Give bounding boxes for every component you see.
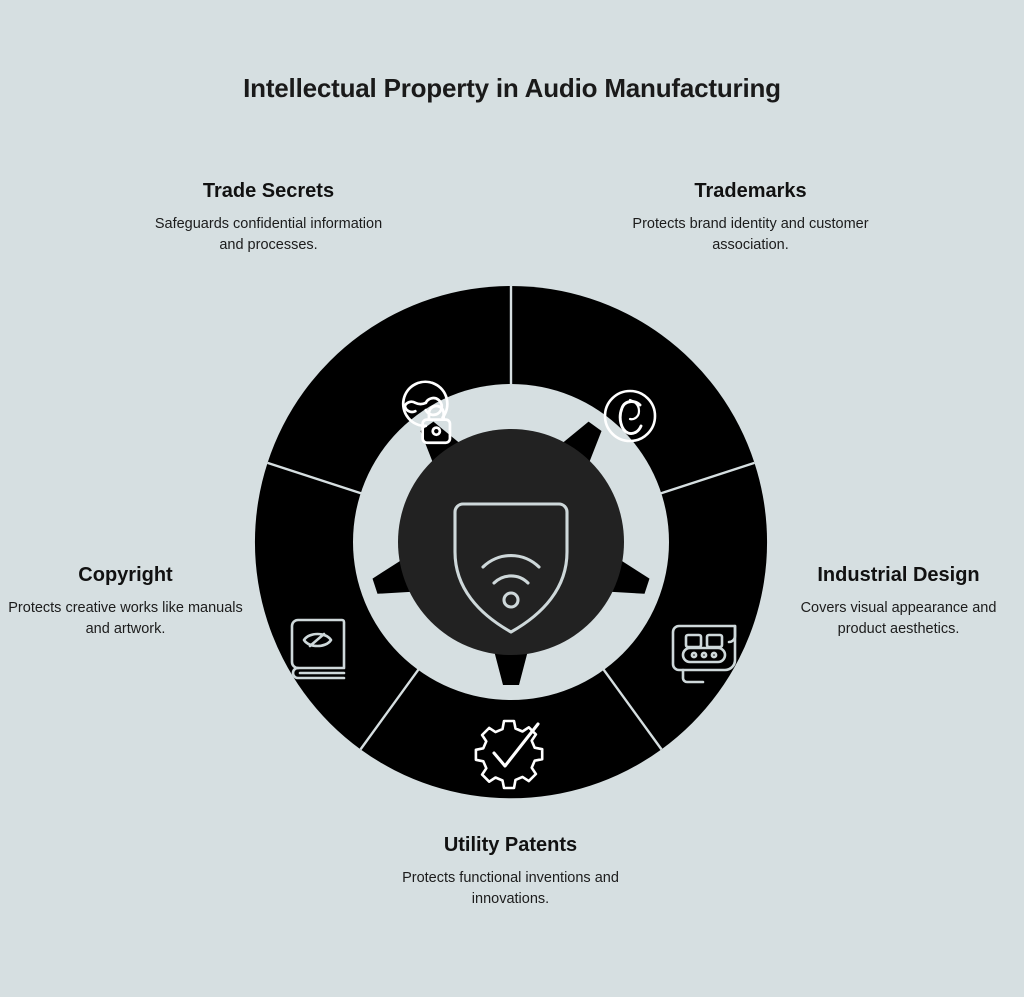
lock-keyhole (431, 426, 442, 437)
node-industrial-design-description: Covers visual appearance and product aes… (800, 600, 997, 637)
conveyor-roller-3 (710, 651, 718, 659)
fingerprint-lock-icon (401, 380, 452, 445)
node-trademarks[interactable]: Trademarks Protects brand identity and c… (628, 179, 873, 255)
wheel-hub[interactable] (398, 429, 624, 655)
wifi-arc-outer (481, 554, 541, 569)
book-eye-icon (290, 618, 346, 680)
page-title: Intellectual Property in Audio Manufactu… (243, 73, 781, 104)
node-trademarks-description: Protects brand identity and customer ass… (632, 216, 869, 253)
fingerprint-circle (401, 380, 449, 428)
conveyor-roller-2 (700, 651, 708, 659)
shield-outline (453, 502, 569, 634)
node-trademarks-title: Trademarks (694, 180, 807, 202)
ip-wheel-diagram (251, 282, 771, 802)
trademark-c-glyph (618, 400, 643, 435)
conveyor-flag-corner (727, 624, 737, 644)
trademark-c-flourish (628, 398, 641, 421)
node-industrial-design-title: Industrial Design (817, 564, 980, 586)
fingerprint-swirl-left (403, 400, 428, 408)
trademark-circle (603, 389, 657, 443)
lock-body (421, 418, 452, 445)
node-copyright-title: Copyright (78, 564, 173, 586)
gear-outline (474, 719, 544, 790)
node-utility-patents-title: Utility Patents (443, 834, 578, 856)
shield-wifi-icon (453, 502, 569, 634)
conveyor-belt-icon (671, 624, 737, 684)
gear-checkmark (492, 722, 540, 768)
conveyor-belt-track (681, 646, 727, 664)
conveyor-box-left (684, 633, 703, 649)
node-trade-secrets-description: Safeguards confidential information and … (154, 216, 383, 253)
wifi-arc-inner (492, 574, 530, 585)
book-eye-slash (308, 632, 326, 648)
fingerprint-tail (403, 404, 417, 414)
node-industrial-design[interactable]: Industrial Design Covers visual appearan… (781, 563, 1016, 639)
node-copyright[interactable]: Copyright Protects creative works like m… (8, 563, 243, 639)
lock-shackle (427, 404, 446, 421)
node-utility-patents[interactable]: Utility Patents Protects functional inve… (386, 833, 635, 909)
book-cover (290, 618, 346, 670)
node-trade-secrets-title: Trade Secrets (202, 180, 335, 202)
conveyor-frame (671, 624, 737, 672)
circled-c-icon (603, 389, 657, 443)
node-trade-secrets[interactable]: Trade Secrets Safeguards confidential in… (146, 179, 391, 255)
book-spine-page-1 (291, 666, 346, 680)
node-copyright-description: Protects creative works like manuals and… (8, 600, 243, 637)
conveyor-box-right (705, 633, 724, 649)
conveyor-roller-1 (690, 651, 698, 659)
gear-check-icon (474, 719, 544, 790)
node-utility-patents-description: Protects functional inventions and innov… (402, 870, 619, 907)
wifi-dot (502, 591, 520, 609)
conveyor-base (681, 668, 705, 684)
